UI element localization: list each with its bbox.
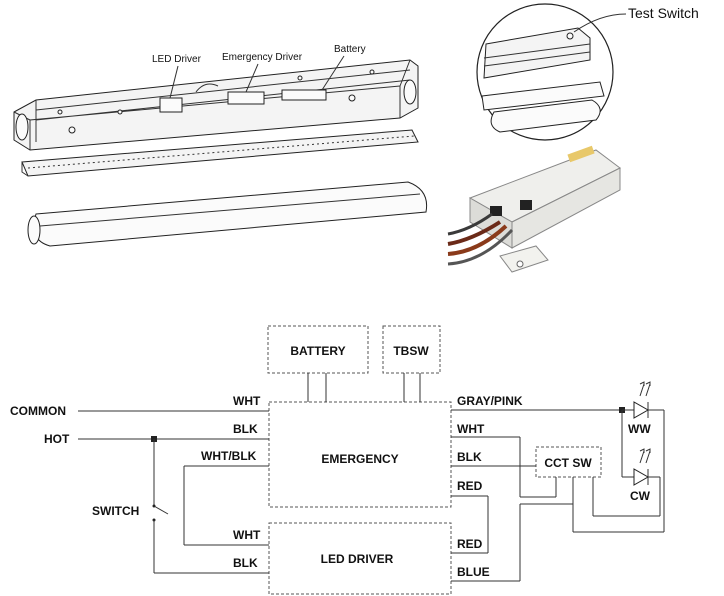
- common-label: COMMON: [10, 404, 66, 418]
- blue-driver-label: BLUE: [457, 565, 490, 579]
- gray-pink-label: GRAY/PINK: [457, 394, 523, 408]
- red-driver-label: RED: [457, 537, 483, 551]
- fixture-exploded-view: [13, 59, 428, 247]
- wiring-diagram: [78, 325, 665, 595]
- tbsw-box: [382, 325, 441, 374]
- callout-battery: Battery: [334, 44, 366, 55]
- led-driver-box: [268, 522, 452, 595]
- wht-right-label: WHT: [457, 422, 485, 436]
- ww-led-icon: [622, 381, 664, 419]
- wht-blk-label: WHT/BLK: [201, 449, 257, 463]
- led-strip: [21, 129, 419, 177]
- emergency-driver-part: [227, 91, 265, 105]
- hot-label: HOT: [44, 432, 70, 446]
- battery-label: BATTERY: [290, 344, 345, 358]
- emergency-driver-illustration: [446, 145, 621, 288]
- callout-test-switch: Test Switch: [628, 5, 699, 21]
- blk-top-label: BLK: [233, 422, 258, 436]
- battery-box: [267, 325, 369, 374]
- fixture-housing: [13, 59, 419, 151]
- led-driver-part: [159, 97, 183, 113]
- wht-driver-label: WHT: [233, 528, 261, 542]
- red-right-label: RED: [457, 479, 483, 493]
- ww-label: WW: [628, 422, 651, 436]
- battery-part: [281, 89, 327, 101]
- wht-top-label: WHT: [233, 394, 261, 408]
- switch-contact: [153, 505, 169, 515]
- test-switch-detail: [476, 3, 614, 141]
- cw-led-icon: [633, 448, 660, 486]
- blk-driver-label: BLK: [233, 556, 258, 570]
- emergency-box: [268, 401, 452, 508]
- diffuser-lens: [33, 181, 428, 247]
- test-switch-part: [566, 32, 574, 40]
- cct-sw-box: [535, 446, 602, 478]
- tbsw-label: TBSW: [393, 344, 429, 358]
- led-driver-label: LED DRIVER: [321, 552, 394, 566]
- callout-led-driver: LED Driver: [152, 54, 202, 65]
- switch-label: SWITCH: [92, 504, 139, 518]
- emergency-label: EMERGENCY: [321, 452, 398, 466]
- blk-right-label: BLK: [457, 450, 482, 464]
- callout-emergency-driver: Emergency Driver: [222, 52, 303, 63]
- cct-sw-label: CCT SW: [544, 456, 592, 470]
- cw-label: CW: [630, 489, 651, 503]
